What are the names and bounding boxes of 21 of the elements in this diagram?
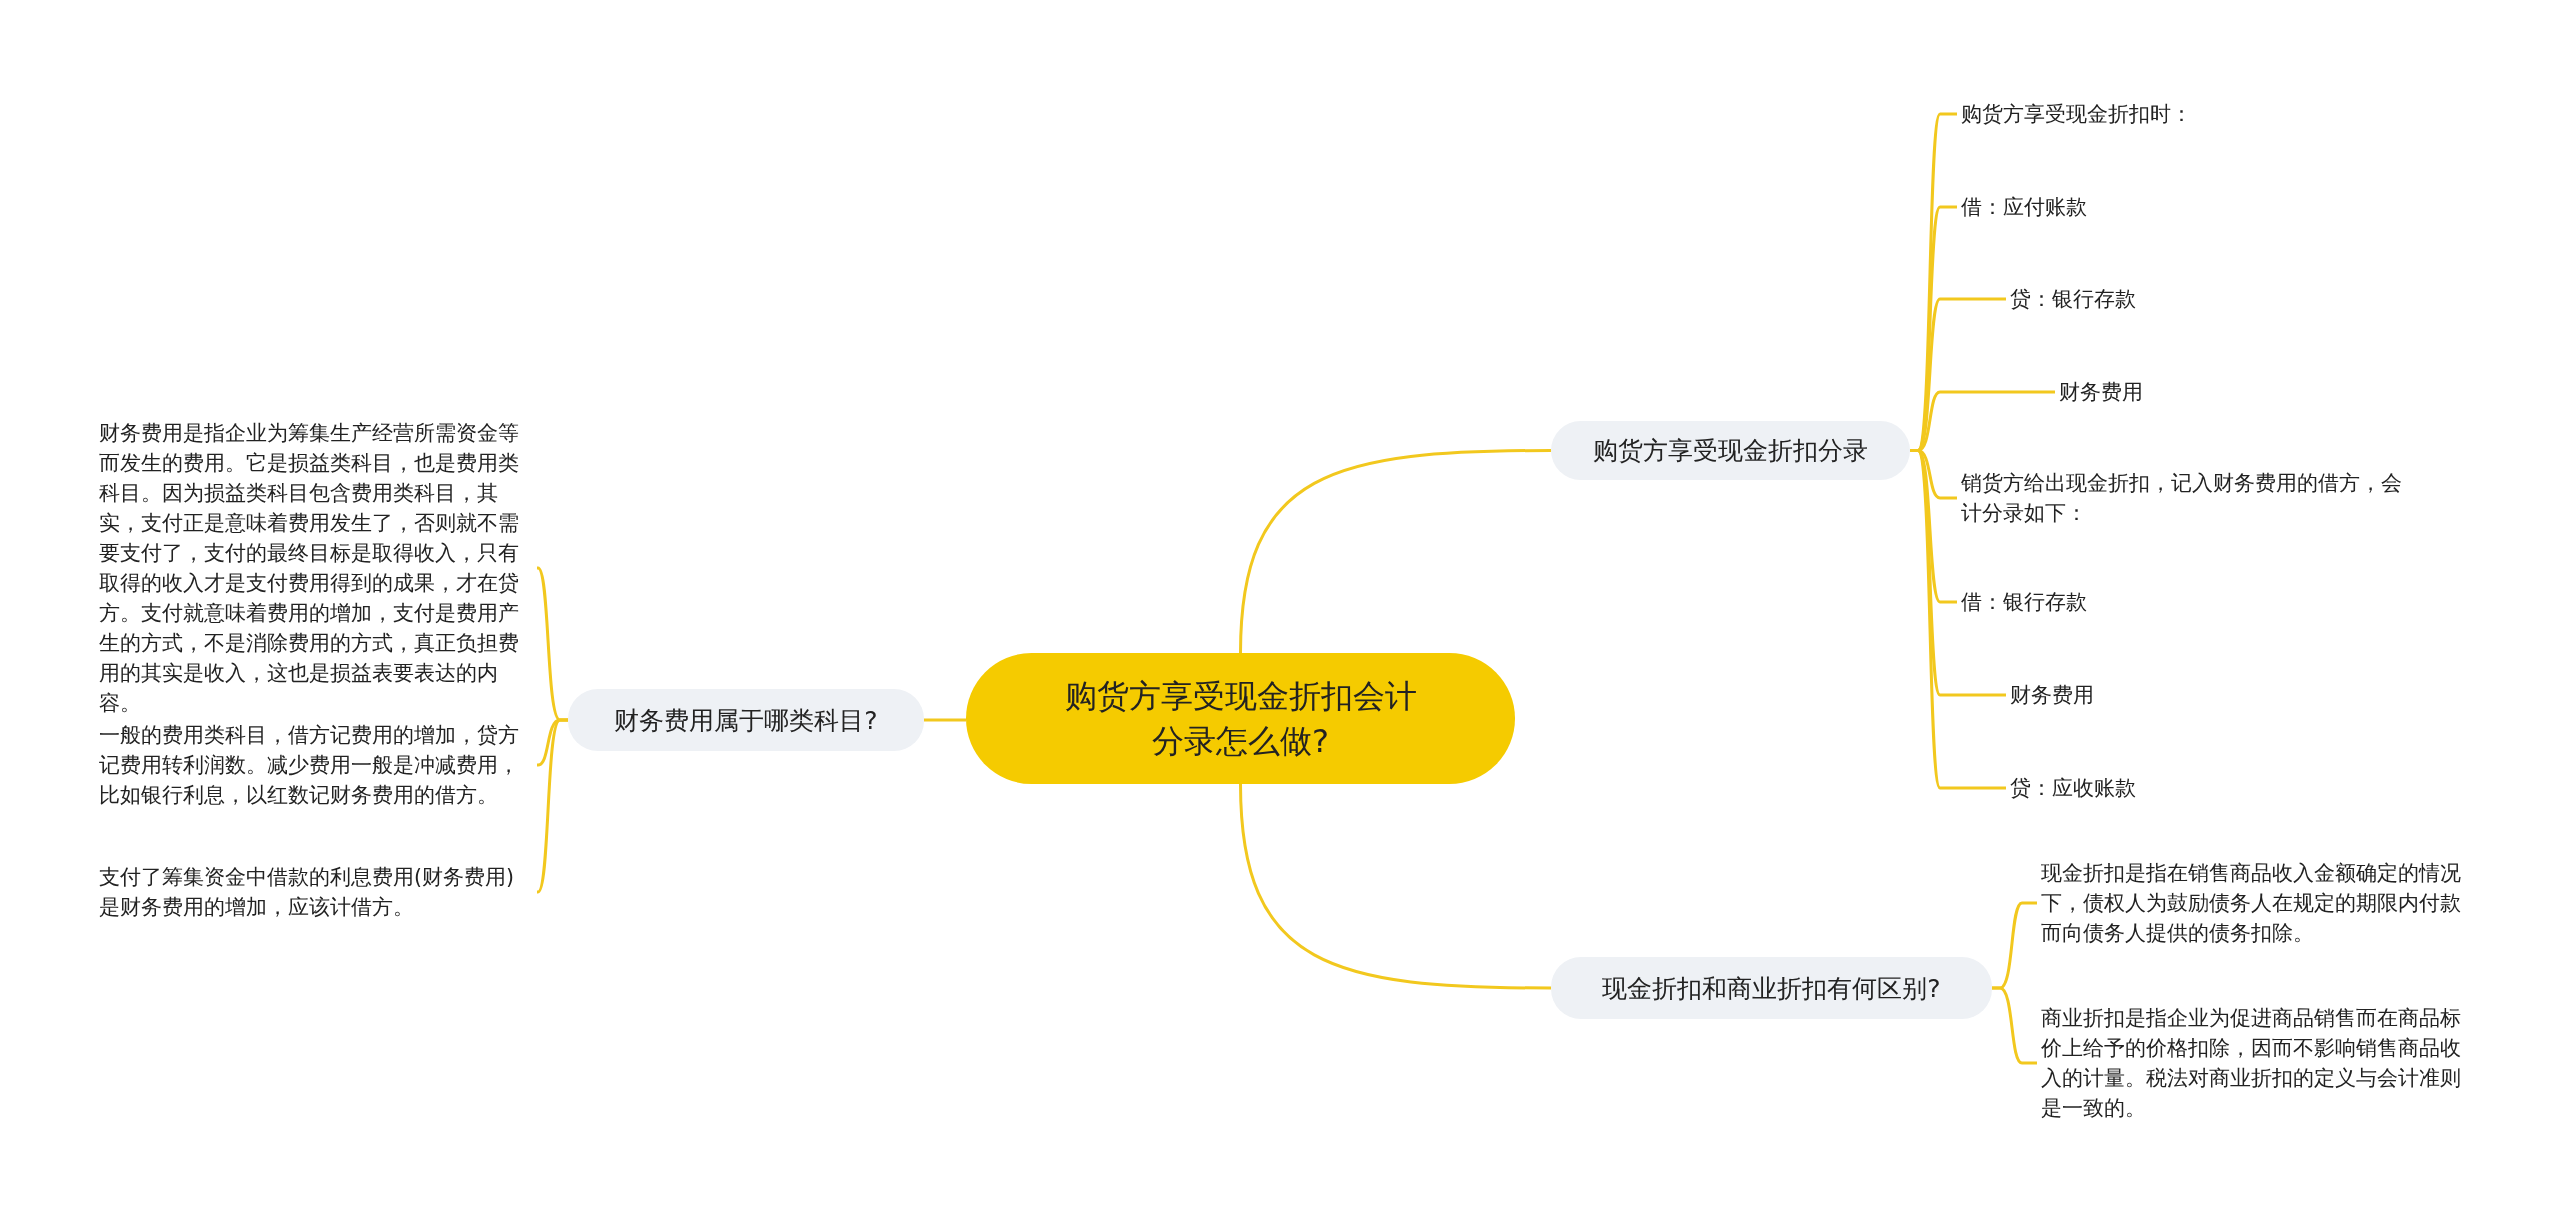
note-text: 借：应付账款 bbox=[1961, 192, 2087, 222]
branch-line bbox=[1239, 449, 1551, 654]
note-text: 支付了筹集资金中借款的利息费用(财务费用)是财务费用的增加，应该计借方。 bbox=[99, 862, 533, 922]
note-text: 贷：应收账款 bbox=[2010, 773, 2136, 803]
branch-line bbox=[924, 718, 966, 722]
note-text: 购货方享受现金折扣时： bbox=[1961, 99, 2192, 129]
note-text: 现金折扣是指在销售商品收入金额确定的情况下，债权人为鼓励债务人在规定的期限内付款而向债务人提供的债务扣除。 bbox=[2041, 858, 2473, 948]
note-text: 财务费用 bbox=[2010, 680, 2094, 710]
note-text: 财务费用是指企业为筹集生产经营所需资金等而发生的费用。它是损益类科目，也是费用类科目。因为损益类科目包含费用类科目，其实，支付正是意味着费用发生了，否则就不需要支付了，支付的最终目标是取得收入，只有取得的收入才是支付费用得到的成果，才在贷方。支付就意味着费用的增加，支付是费用产生的方式，不是消除费用的方式，真正负担费用的其实是收入，这也是损益表要表达的内容。 bbox=[99, 418, 533, 718]
note-text: 财务费用 bbox=[2059, 377, 2143, 407]
note-text: 贷：银行存款 bbox=[2010, 284, 2136, 314]
topic-box: 购货方享受现金折扣分录 bbox=[1551, 421, 1910, 480]
topic-box: 财务费用属于哪类科目? bbox=[568, 689, 924, 751]
note-text: 商业折扣是指企业为促进商品销售而在商品标价上给予的价格扣除，因而不影响销售商品收入的计量。税法对商业折扣的定义与会计准则是一致的。 bbox=[2041, 1003, 2473, 1123]
note-text: 一般的费用类科目，借方记费用的增加，贷方记费用转利润数。减少费用一般是冲减费用，比如银行利息，以红数记财务费用的借方。 bbox=[99, 720, 533, 810]
branch-line bbox=[1239, 783, 1551, 990]
central-topic: 购货方享受现金折扣会计分录怎么做? bbox=[966, 653, 1515, 784]
note-text: 销货方给出现金折扣，记入财务费用的借方，会计分录如下： bbox=[1961, 468, 2411, 528]
topic-box: 现金折扣和商业折扣有何区别? bbox=[1551, 957, 1992, 1019]
note-text: 借：银行存款 bbox=[1961, 587, 2087, 617]
branch-line bbox=[536, 718, 568, 894]
